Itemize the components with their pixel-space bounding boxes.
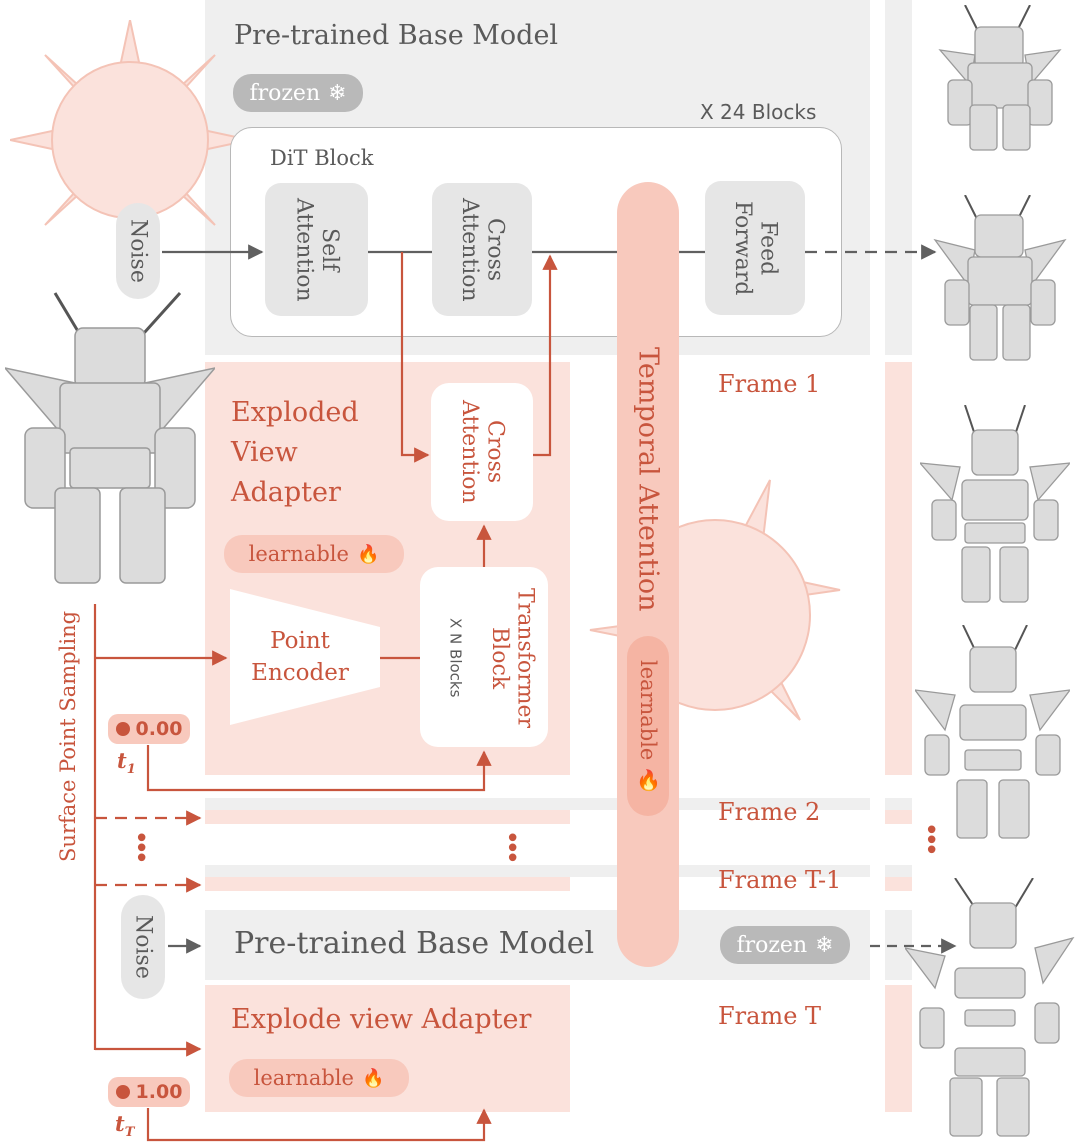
temporal-attention-column [617,182,679,967]
frame2-gray-band [205,798,870,810]
snowflake-icon: ❄ [815,932,834,958]
flame-icon: 🔥 [361,1067,385,1089]
frameT1-strip-pink [885,877,912,891]
timestep-T-sub: T [124,1125,135,1141]
timestep-1-sub: 1 [126,762,136,778]
bottom-learnable-badge: learnable 🔥 [229,1059,409,1097]
adapter-learnable-label: learnable [248,542,349,566]
transformer-block: Transformer Block X N Blocks [420,567,548,747]
cross-attention-block: Cross Attention [432,183,532,316]
bottom-learnable-label: learnable [253,1066,354,1090]
point-encoder-shape [230,589,380,725]
timestep-1-symbol: t [117,748,127,773]
noise-block: Noise [116,203,160,299]
frame-1-label: Frame 1 [718,370,821,398]
right-strip-top [885,0,912,355]
frame-t-1-label: Frame T-1 [718,866,842,894]
temporal-learnable-badge: learnable 🔥 [627,636,669,816]
robot-output-frame1-icon [933,195,1067,361]
frameT1-gray-band [205,865,870,877]
feed-forward-block: Feed Forward [705,181,805,315]
timestep-chip-T: 1.00 [108,1077,190,1107]
adapter-cross-attention-block: Cross Attention [431,383,533,521]
snowflake-icon: ❄ [328,80,347,106]
blocks-count: X 24 Blocks [700,100,817,124]
bottom-frozen-label: frozen [736,932,808,958]
frozen-badge: frozen ❄ [233,74,363,112]
robot-input-icon [5,291,215,584]
frame2-pink-band [205,810,570,824]
frame2-strip [885,798,912,810]
noise-label: Noise [125,219,151,283]
frame2-strip-pink [885,810,912,824]
frameT1-strip [885,865,912,877]
adapter-cross-attention-label: Cross Attention [457,400,508,504]
bottom-adapter-title: Explode view Adapter [231,1004,532,1035]
cross-attention-label: Cross Attention [457,197,508,302]
bottom-noise-label: Noise [130,915,156,979]
frameT1-pink-band [205,877,570,891]
bottom-frozen-badge: frozen ❄ [720,926,850,964]
robot-output-final-icon [905,878,1075,1137]
timestep-T-symbol: t [115,1111,125,1136]
base-model-title: Pre-trained Base Model [234,20,559,51]
self-attention-label: Self Attention [291,197,342,302]
transformer-block-label: Transformer Block [487,587,538,729]
temporal-attention-label: Temporal Attention [632,347,664,612]
bottom-base-model-title: Pre-trained Base Model [234,926,595,961]
adapter-title: Exploded View Adapter [231,397,359,508]
temporal-learnable-label: learnable [636,659,661,760]
frozen-label: frozen [249,80,321,106]
light-glow-icon [10,20,250,260]
dit-block-label: DiT Block [270,146,374,170]
dot-icon [115,1085,130,1099]
timestep-T-value: 1.00 [135,1081,183,1103]
robot-output-top-icon [938,5,1062,151]
frame-2-label: Frame 2 [718,798,821,826]
flame-icon: 🔥 [356,543,380,565]
bottom-right-strip-pink [885,985,912,1112]
self-attention-block: Self Attention [265,183,368,316]
point-encoder-label: Point Encoder [251,628,349,686]
adapter-learnable-badge: learnable 🔥 [224,535,404,573]
feed-forward-label: Feed Forward [730,200,781,296]
flame-icon: 🔥 [636,767,661,793]
robot-output-mid2-icon [915,625,1070,839]
bottom-noise-block: Noise [121,895,165,999]
dot-icon [115,722,130,736]
timestep-1-value: 0.00 [135,718,183,740]
n-blocks-label: X N Blocks [446,618,465,698]
right-strip-frame1 [885,362,912,775]
timestep-1-label: t1 [117,748,136,777]
robot-output-mid1-icon [920,405,1070,603]
frame-t-label: Frame T [718,1002,822,1030]
timestep-T-label: tT [115,1111,134,1140]
timestep-chip-1: 0.00 [108,714,190,744]
